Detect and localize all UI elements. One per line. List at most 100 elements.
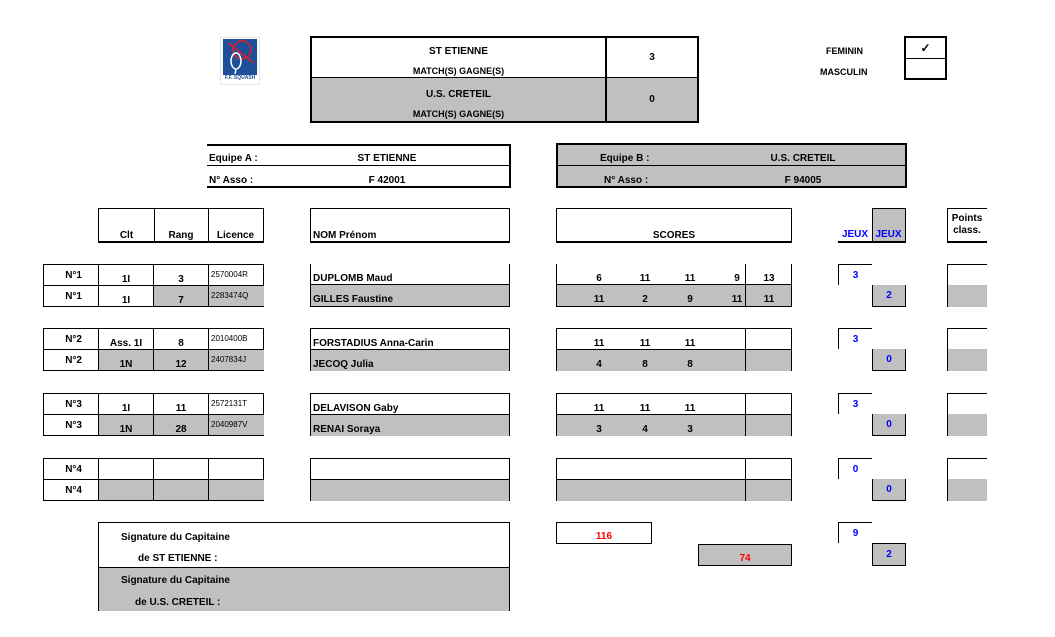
col-header-points-line2: class.	[953, 225, 981, 236]
player-b-clt: 1I	[121, 295, 131, 306]
col-header-licence: Licence	[216, 230, 255, 241]
player-b-rang: 12	[175, 359, 187, 370]
score-b-set1: 3	[596, 424, 602, 435]
jeux-a: 0	[852, 464, 859, 475]
header-team-a-box: ST ETIENNE MATCH(S) GAGNE(S) 3	[310, 36, 699, 79]
score-a-set3: 11	[684, 338, 696, 349]
player-b-rang: 28	[175, 424, 187, 435]
col-header-jeux-b: JEUX	[875, 229, 902, 240]
total-a-points: 116	[595, 531, 613, 542]
player-a-rang: 11	[175, 403, 187, 414]
player-b-rang: 7	[178, 295, 184, 306]
player-a-num: N°3	[65, 399, 82, 410]
points-b	[947, 414, 987, 436]
score-a-set2: 11	[639, 273, 651, 284]
match-3: N°3 N°3 1I 1N 11 28 2572131T 2040987V DE…	[0, 393, 1055, 436]
jeux-b: 0	[886, 419, 892, 430]
points-a	[947, 328, 987, 349]
score-a-set2: 11	[639, 338, 651, 349]
col-header-jeux-a: JEUX	[841, 229, 869, 240]
player-b-num: N°2	[65, 355, 82, 366]
match-4: N°4 N°4 0 0	[0, 458, 1055, 501]
equipe-a-label: Equipe A :	[209, 153, 258, 164]
score-b-set3: 3	[687, 424, 693, 435]
equipe-b-asso-label: N° Asso :	[604, 175, 649, 186]
player-a-rang: 3	[178, 274, 184, 285]
score-a-set2: 11	[639, 403, 651, 414]
player-b-nom: GILLES Faustine	[313, 294, 394, 305]
jeux-a: 3	[852, 270, 859, 281]
equipe-a-name: ST ETIENNE	[357, 153, 417, 164]
player-a-licence: 2570004R	[211, 270, 248, 279]
gender-checkbox-box: ✓	[904, 36, 947, 80]
player-a-clt: 1I	[121, 274, 131, 285]
player-a-num: N°2	[65, 334, 82, 345]
score-b-set4: 11	[731, 294, 743, 305]
total-a-points-box: 116	[556, 522, 652, 544]
equipe-b-box: Equipe B : U.S. CRETEIL N° Asso : F 9400…	[556, 143, 907, 188]
score-b-set1: 11	[593, 294, 605, 305]
masculin-checkbox[interactable]	[906, 61, 945, 77]
header-team-b-box: U.S. CRETEIL MATCH(S) GAGNE(S) 0	[310, 78, 699, 123]
points-b	[947, 349, 987, 371]
player-b-num: N°3	[65, 420, 82, 431]
player-a-rang: 8	[178, 338, 184, 349]
match-1: N°1 N°1 1I 1I 3 7 2570004R 2283474Q DUPL…	[0, 264, 1055, 307]
player-b-clt: 1N	[119, 359, 133, 370]
score-b-set5: 11	[763, 294, 775, 305]
jeux-b: 0	[886, 354, 892, 365]
jeux-b: 2	[886, 290, 892, 301]
signature-b-line2[interactable]: de U.S. CRETEIL :	[135, 597, 221, 608]
player-a-licence: 2572131T	[211, 399, 248, 408]
col-header-clt: Clt	[119, 230, 134, 241]
signature-b-line1: Signature du Capitaine	[121, 575, 230, 586]
player-a-clt: 1I	[121, 403, 131, 414]
total-b-jeux: 2	[886, 549, 892, 560]
player-a-num: N°1	[65, 270, 82, 281]
player-b-licence: 2283474Q	[211, 291, 249, 300]
player-a-clt: Ass. 1I	[109, 338, 143, 349]
points-b	[947, 479, 987, 501]
header-team-a-wins: 3	[649, 52, 655, 63]
col-header-player-info: Clt Rang Licence	[98, 208, 264, 243]
ffsquash-logo: F.F. SQUASH	[219, 36, 261, 86]
player-a-nom: FORSTADIUS Anna-Carin	[313, 338, 434, 349]
equipe-b-name: U.S. CRETEIL	[770, 153, 836, 164]
header-team-b-matchs-label: MATCH(S) GAGNE(S)	[412, 109, 505, 119]
total-a-jeux-box: 9	[838, 522, 872, 543]
score-a-set1: 11	[593, 338, 605, 349]
match-2: N°2 N°2 Ass. 1I 1N 8 12 2010400B 2407834…	[0, 328, 1055, 371]
header-team-a-name: ST ETIENNE	[429, 46, 488, 57]
feminin-checkbox[interactable]: ✓	[920, 41, 931, 55]
points-a	[947, 393, 987, 414]
player-a-licence: 2010400B	[211, 334, 248, 343]
score-b-set3: 9	[687, 294, 693, 305]
player-b-nom: JECOQ Julia	[313, 359, 374, 370]
equipe-b-asso: F 94005	[784, 175, 822, 186]
signature-a-line1: Signature du Capitaine	[121, 532, 230, 543]
score-a-set3: 11	[684, 403, 696, 414]
total-b-points: 74	[739, 553, 751, 564]
total-b-points-box: 74	[698, 544, 792, 566]
score-b-set1: 4	[596, 359, 602, 370]
player-b-nom: RENAI Soraya	[313, 424, 381, 435]
player-b-num: N°4	[65, 485, 82, 496]
player-b-clt: 1N	[119, 424, 133, 435]
signature-a-line2[interactable]: de ST ETIENNE :	[138, 553, 218, 564]
player-b-licence: 2407834J	[211, 355, 247, 364]
score-b-set3: 8	[687, 359, 693, 370]
score-b-set2: 2	[642, 294, 648, 305]
feminin-label: FEMININ	[826, 46, 863, 56]
col-header-nom: NOM Prénom	[313, 230, 377, 241]
col-header-scores-box: SCORES	[556, 208, 792, 243]
score-b-set2: 8	[642, 359, 648, 370]
equipe-a-asso: F 42001	[368, 175, 406, 186]
header-team-a-matchs-label: MATCH(S) GAGNE(S)	[412, 66, 505, 76]
masculin-label: MASCULIN	[820, 67, 868, 77]
col-header-jeux-box: JEUX JEUX	[838, 208, 906, 243]
total-b-jeux-box: 2	[872, 543, 906, 566]
total-a-jeux: 9	[852, 528, 859, 539]
header-team-b-wins: 0	[649, 94, 655, 105]
score-a-set5: 13	[763, 273, 775, 284]
score-a-set1: 6	[596, 273, 602, 284]
